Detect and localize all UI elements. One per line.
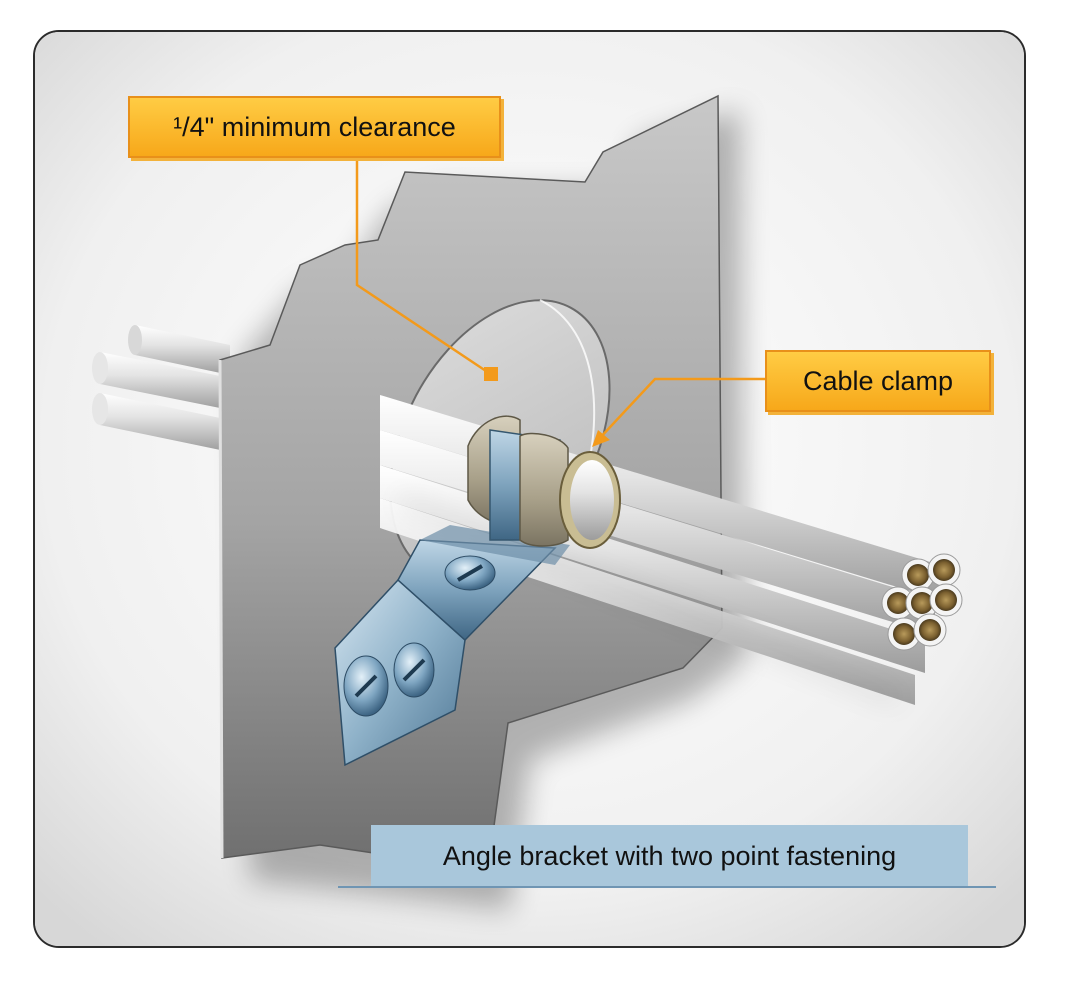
wire-bundle-left (92, 325, 230, 452)
clearance-callout: ¹/4" minimum clearance (128, 96, 501, 158)
clamp-arrowhead-icon (592, 430, 610, 447)
wire-ends (881, 553, 963, 651)
leader-lines (355, 154, 765, 447)
figure-caption-text: Angle bracket with two point fastening (442, 840, 897, 871)
cable-clamp-label: Cable clamp (802, 365, 954, 396)
cable-clamp (467, 415, 621, 549)
screw-icon (444, 555, 496, 591)
screw-heads (343, 555, 496, 717)
figure-caption: Angle bracket with two point fastening (371, 825, 968, 887)
screw-icon (343, 655, 389, 717)
caption-underline (338, 886, 996, 888)
clearance-leader-line (355, 154, 493, 377)
screw-icon (393, 642, 435, 698)
clamp-leader-line (597, 377, 765, 441)
clearance-pointer-square (484, 367, 498, 381)
clearance-label: ¹/4" minimum clearance (173, 111, 456, 142)
cable-clamp-callout: Cable clamp (765, 350, 991, 412)
